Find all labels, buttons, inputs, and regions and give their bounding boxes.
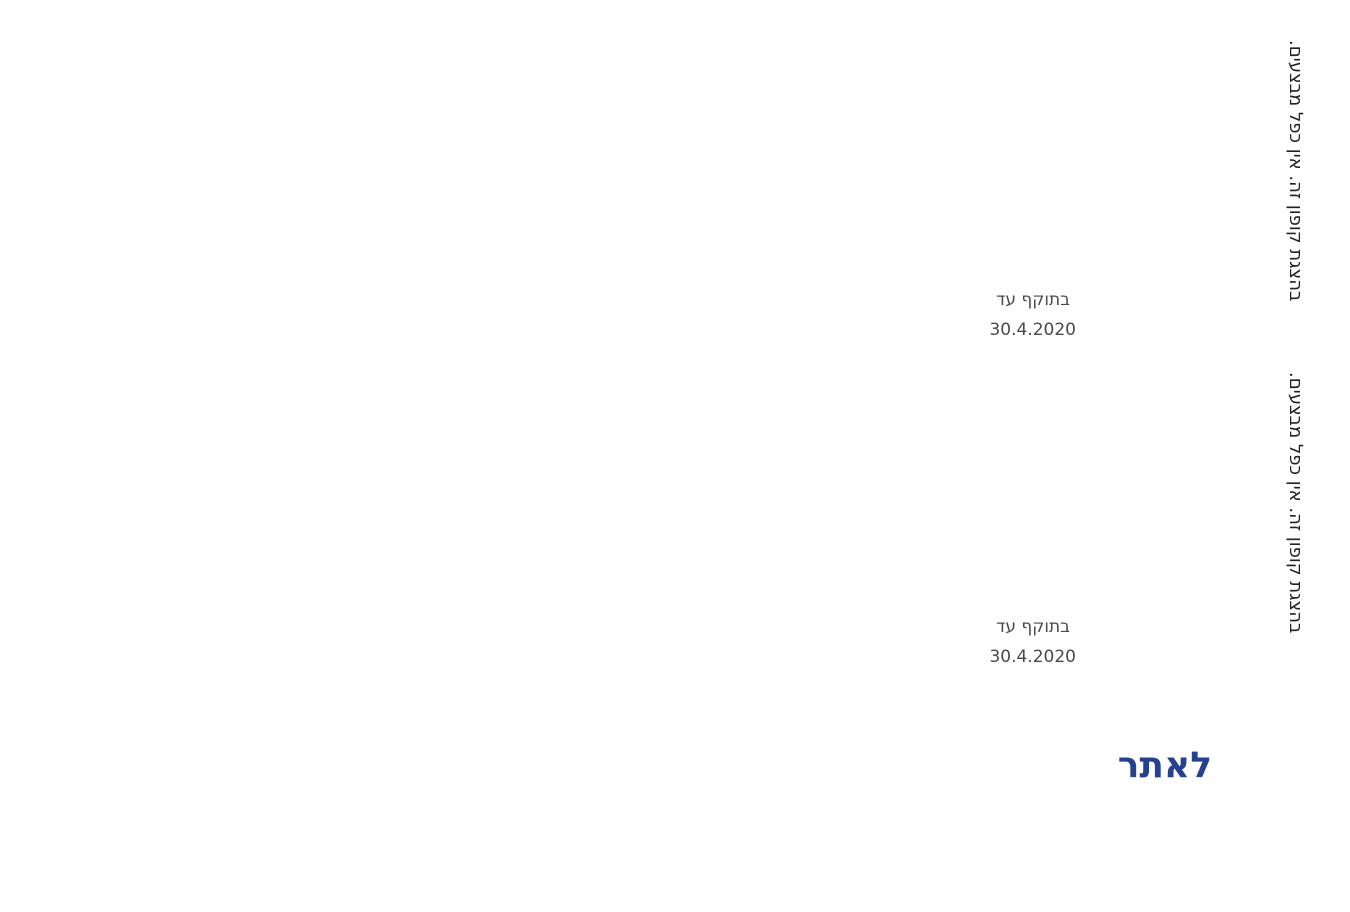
validity-label: בתוקף עד (996, 290, 1070, 310)
to-website-link[interactable]: לאתר (1117, 745, 1212, 786)
coupon-validity: בתוקף עד 30.4.2020 (956, 285, 1076, 345)
validity-date: 30.4.2020 (989, 647, 1076, 667)
coupon-disclaimer: בהצגת קופון זה. אין כפל מבצעים. (1285, 372, 1306, 634)
validity-date: 30.4.2020 (989, 320, 1076, 340)
validity-label: בתוקף עד (996, 617, 1070, 637)
coupon-validity: בתוקף עד 30.4.2020 (956, 612, 1076, 672)
coupon-disclaimer: בהצגת קופון זה. אין כפל מבצעים. (1285, 40, 1306, 302)
